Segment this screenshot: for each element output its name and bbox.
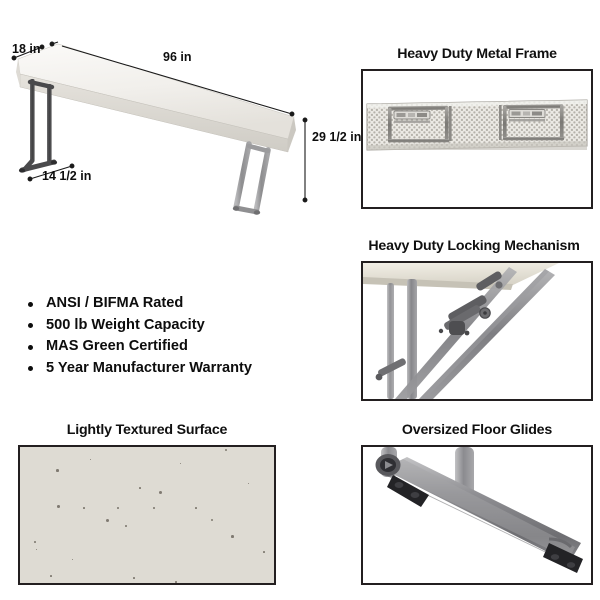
feature-list-item: ANSI / BIFMA Rated bbox=[26, 293, 316, 315]
panel-image-locking-mechanism bbox=[361, 261, 593, 401]
panel-title-metal-frame: Heavy Duty Metal Frame bbox=[397, 46, 557, 62]
lock-latch bbox=[449, 321, 465, 335]
table-leg-right bbox=[232, 141, 271, 215]
table-top-right-cap bbox=[288, 117, 296, 152]
panel-title-locking-mechanism: Heavy Duty Locking Mechanism bbox=[368, 238, 580, 254]
lock-bracket bbox=[438, 295, 491, 336]
panel-title-floor-glides: Oversized Floor Glides bbox=[401, 422, 553, 438]
panel-image-textured-surface bbox=[18, 445, 276, 585]
panel-title-textured-surface: Lightly Textured Surface bbox=[66, 422, 228, 438]
floor-glides-illustration bbox=[363, 447, 591, 583]
dimension-lines bbox=[11, 41, 308, 203]
dimension-diagram: 18 in 96 in 14 1/2 in 29 1/2 in bbox=[0, 22, 361, 222]
floor-glide-left bbox=[375, 454, 429, 507]
dimension-label-length: 96 in bbox=[163, 50, 192, 64]
feature-list: ANSI / BIFMA Rated 500 lb Weight Capacit… bbox=[26, 293, 316, 379]
locking-mechanism-illustration bbox=[363, 263, 591, 399]
foot-bar bbox=[383, 457, 581, 563]
table-leg-left bbox=[18, 79, 58, 173]
folded-leg-right bbox=[503, 104, 564, 141]
folded-leg-left bbox=[388, 105, 449, 143]
feature-list-item: MAS Green Certified bbox=[26, 336, 316, 358]
diagonal-strut bbox=[419, 269, 555, 399]
table-illustration bbox=[11, 41, 308, 215]
panel-image-metal-frame bbox=[361, 69, 593, 209]
lower-foot-bracket bbox=[375, 358, 406, 381]
dimension-label-depth: 18 in bbox=[12, 42, 41, 56]
dimension-label-height: 29 1/2 in bbox=[312, 130, 362, 144]
panel-image-floor-glides bbox=[361, 445, 593, 585]
surface-texture-fill bbox=[20, 447, 274, 583]
upper-hinge bbox=[476, 271, 503, 291]
dimension-label-leg-spread: 14 1/2 in bbox=[42, 169, 92, 183]
leg-tube-vertical bbox=[407, 279, 417, 399]
feature-list-item: 500 lb Weight Capacity bbox=[26, 315, 316, 337]
table-top-left-cap bbox=[16, 59, 20, 87]
feature-list-item: 5 Year Manufacturer Warranty bbox=[26, 358, 316, 380]
floor-glide-right bbox=[543, 537, 583, 573]
metal-frame-illustration bbox=[363, 71, 591, 207]
